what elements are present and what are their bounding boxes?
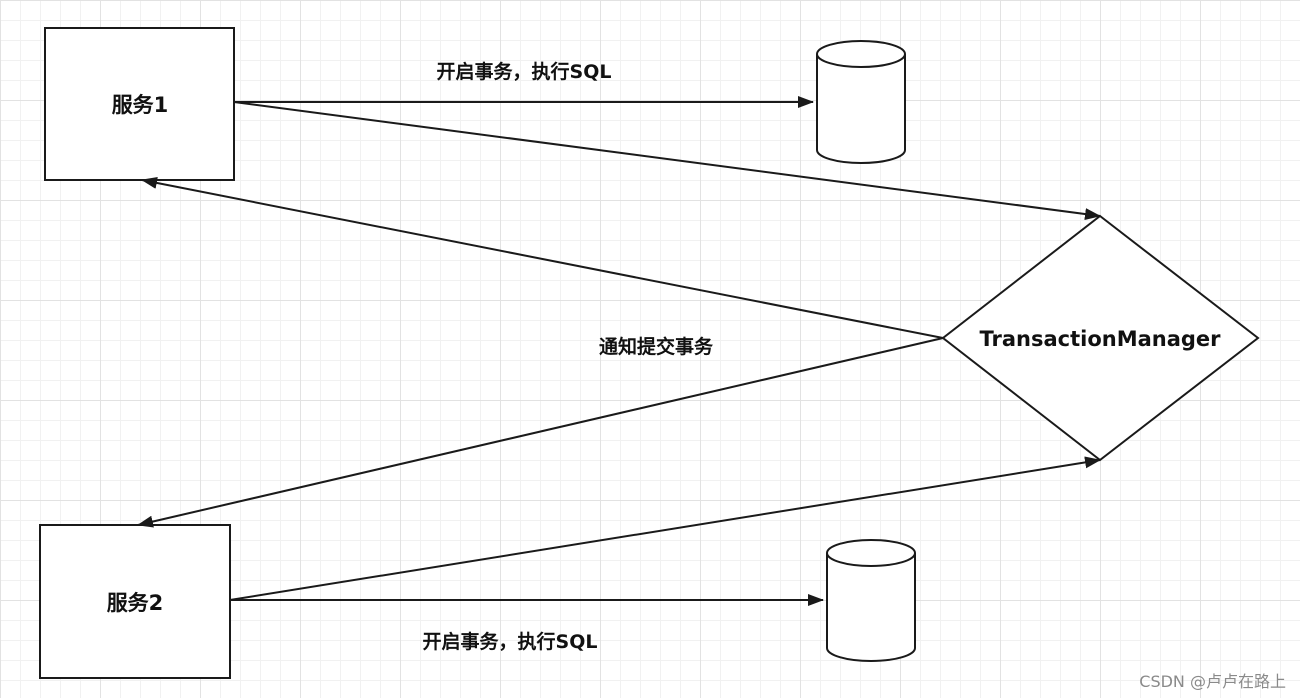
watermark: CSDN @卢卢在路上 <box>1139 672 1286 691</box>
service2-node[interactable]: 服务2 <box>39 524 231 679</box>
edge-label-service2-sql: 开启事务，执行SQL <box>423 630 598 653</box>
transaction-manager-label: TransactionManager <box>979 327 1221 351</box>
database1-node[interactable] <box>816 40 906 164</box>
service2-label: 服务2 <box>107 591 164 615</box>
database2-node[interactable] <box>826 539 916 662</box>
edge-transaction-manager-to-service2 <box>137 337 944 528</box>
database2-top <box>826 539 916 567</box>
edge-label-notify-commit: 通知提交事务 <box>599 335 714 358</box>
transaction-manager-node[interactable]: TransactionManager <box>941 214 1260 462</box>
service2-box <box>39 524 231 679</box>
service1-label: 服务1 <box>112 93 169 117</box>
database1-top <box>816 40 906 68</box>
database1-body <box>816 54 906 164</box>
edge-transaction-manager-to-service1 <box>141 177 944 339</box>
edge-service1-to-transaction-manager <box>233 101 1101 220</box>
edge-label-service1-sql: 开启事务，执行SQL <box>437 60 612 83</box>
service1-box <box>44 27 235 181</box>
edge-service2-to-transaction-manager <box>229 456 1101 601</box>
database2-body <box>826 553 916 662</box>
service1-node[interactable]: 服务1 <box>44 27 235 181</box>
